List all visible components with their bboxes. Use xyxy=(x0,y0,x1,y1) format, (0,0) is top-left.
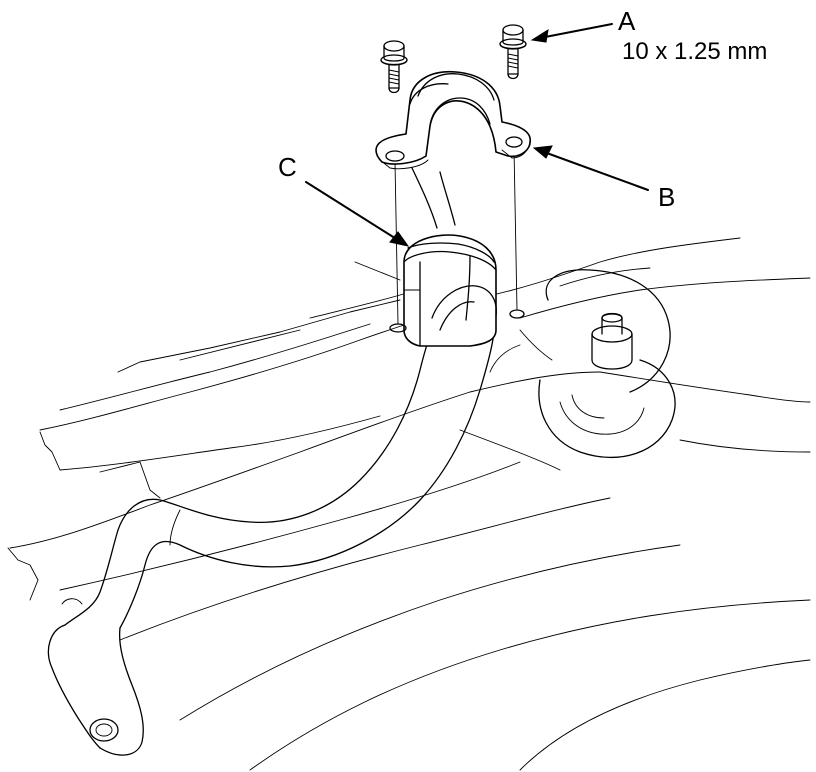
stabilizer-bar xyxy=(47,167,496,756)
bushing-bracket xyxy=(375,70,531,170)
lower-arm xyxy=(489,269,676,459)
callout-label-a: A xyxy=(618,6,636,36)
flange-bolt-left xyxy=(380,40,408,94)
callout-label-b: B xyxy=(658,182,676,212)
bolt-size-spec: 10 x 1.25 mm xyxy=(622,38,768,65)
leader-a xyxy=(530,23,613,43)
callout-label-c: C xyxy=(278,152,297,182)
leader-b xyxy=(532,145,649,191)
subframe-outline xyxy=(7,237,811,771)
leader-c xyxy=(305,181,410,247)
bushing xyxy=(403,234,497,347)
flange-bolt-right xyxy=(499,24,527,80)
